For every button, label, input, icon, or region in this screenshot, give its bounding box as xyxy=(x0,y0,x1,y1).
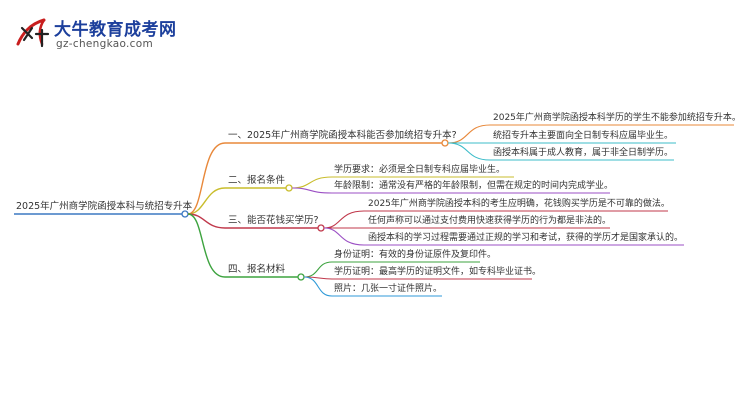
leaf-4-3-key: 照片 xyxy=(334,284,353,294)
root-node[interactable]: 2025年广州商学院函授本科与统招专升本 xyxy=(16,201,193,212)
leaf-4-1-text: ：有效的身份证原件及复印件。 xyxy=(370,250,497,260)
leaf-2-2-key: 年龄限制 xyxy=(334,181,371,191)
leaf-1-1: 2025年广州商学院函授本科学历的学生不能参加统招专升本。 xyxy=(493,113,741,123)
leaf-3-1-connector xyxy=(323,210,365,229)
bull-logo-icon xyxy=(16,18,50,48)
branch-2-label[interactable]: 二、报名条件 xyxy=(228,175,286,186)
branch-1-connector xyxy=(187,142,226,215)
brand-url[interactable]: gz-chengkao.com xyxy=(56,38,154,50)
leaf-4-2-text: ：最高学历的证明文件，如专科毕业证书。 xyxy=(370,267,542,277)
leaf-2-2: 年龄限制：通常没有严格的年龄限制，但需在规定的时间内完成学业。 xyxy=(334,180,613,192)
leaf-4-1-connector xyxy=(303,261,333,278)
site-logo[interactable]: 大牛教育成考网 gz-chengkao.com xyxy=(14,14,177,54)
brand-name: 大牛教育成考网 xyxy=(54,20,177,40)
branch-1-label[interactable]: 一、2025年广州商学院函授本科能否参加统招专升本? xyxy=(228,130,457,141)
leaf-2-1-key: 学历要求 xyxy=(334,165,371,175)
leaf-2-2-connector xyxy=(291,187,333,194)
leaf-1-3-connector xyxy=(447,142,491,161)
leaf-4-1: 身份证明：有效的身份证原件及复印件。 xyxy=(334,249,496,261)
branch-4-label[interactable]: 四、报名材料 xyxy=(228,264,286,275)
branch-4-dot xyxy=(297,273,305,281)
leaf-2-1-connector xyxy=(291,176,333,189)
leaf-3-2: 任何声称可以通过支付费用快速获得学历的行为都是非法的。 xyxy=(368,216,612,226)
leaf-3-1: 2025年广州商学院函授本科的考生应明确，花钱购买学历是不可靠的做法。 xyxy=(368,199,670,209)
branch-2-connector xyxy=(187,187,226,215)
leaf-4-2-key: 学历证明 xyxy=(334,267,371,277)
leaf-4-2: 学历证明：最高学历的证明文件，如专科毕业证书。 xyxy=(334,266,541,278)
leaf-4-1-key: 身份证明 xyxy=(334,250,371,260)
branch-2-dot xyxy=(285,184,293,192)
leaf-3-3: 函授本科的学习过程需要通过正规的学习和考试，获得的学历才是国家承认的。 xyxy=(368,233,684,243)
branch-4-connector xyxy=(187,213,226,278)
leaf-2-2-text: ：通常没有严格的年龄限制，但需在规定的时间内完成学业。 xyxy=(370,181,614,191)
leaf-4-3-connector xyxy=(303,276,333,297)
leaf-2-1: 学历要求：必须是全日制专科应届毕业生。 xyxy=(334,164,505,176)
leaf-4-3: 照片：几张一寸证件照片。 xyxy=(334,283,442,295)
leaf-4-3-text: ：几张一寸证件照片。 xyxy=(352,284,443,294)
branch-3-label[interactable]: 三、能否花钱买学历? xyxy=(228,215,319,226)
leaf-1-2: 统招专升本主要面向全日制专科应届毕业生。 xyxy=(493,131,674,141)
leaf-2-1-text: ：必须是全日制专科应届毕业生。 xyxy=(370,165,506,175)
leaf-3-3-connector xyxy=(323,227,365,246)
leaf-1-3: 函授本科属于成人教育，属于非全日制学历。 xyxy=(493,148,674,158)
branch-3-connector xyxy=(187,213,226,229)
